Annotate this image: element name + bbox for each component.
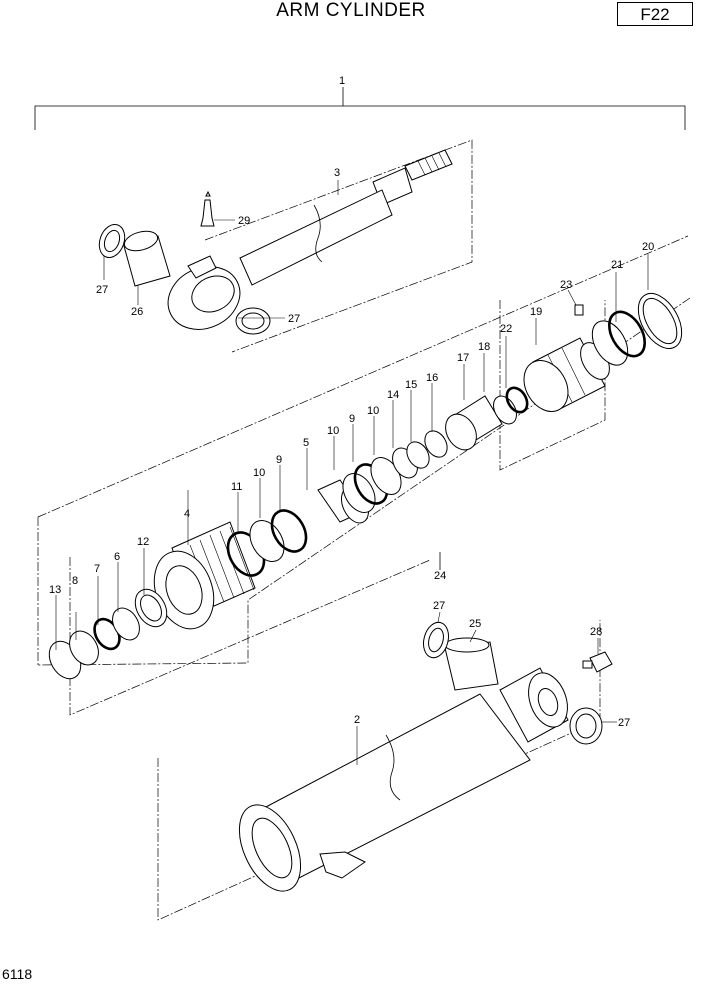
callout-22: 22	[500, 323, 512, 335]
callout-23: 23	[560, 279, 572, 291]
tube-assembly-group	[157, 620, 613, 921]
callout-19: 19	[530, 306, 542, 318]
seal-rings	[48, 430, 448, 680]
callout-9-right: 9	[349, 413, 355, 425]
callout-27-top-right: 27	[288, 313, 300, 325]
callout-9-left: 9	[276, 454, 282, 466]
leader-lines	[55, 180, 649, 765]
callout-4: 4	[184, 508, 190, 520]
callout-8: 8	[72, 575, 78, 587]
callout-20: 20	[642, 241, 654, 253]
callout-10-right: 10	[367, 405, 379, 417]
callout-27-top-left: 27	[96, 284, 108, 296]
diagram-title: ARM CYLINDER	[276, 0, 426, 21]
callout-12: 12	[137, 536, 149, 548]
callout-2: 2	[354, 714, 360, 726]
callout-6: 6	[114, 551, 120, 563]
callout-24: 24	[434, 570, 446, 582]
page-number: 6118	[2, 966, 33, 982]
callout-10-middle: 10	[327, 425, 339, 437]
callout-25: 25	[469, 618, 481, 630]
piston-group	[445, 293, 683, 451]
callout-26: 26	[131, 306, 143, 318]
callout-15: 15	[405, 379, 417, 391]
callout-11: 11	[231, 481, 242, 493]
callout-7: 7	[94, 563, 100, 575]
callout-1: 1	[339, 75, 345, 87]
callout-28: 28	[590, 626, 602, 638]
callout-14: 14	[387, 389, 399, 401]
callout-13: 13	[49, 584, 61, 596]
callout-18: 18	[478, 341, 490, 353]
callout-labels: 1 3 29 27 26 27 20 21 23 19 22 18 17 16 …	[49, 75, 654, 729]
callout-21: 21	[611, 259, 623, 271]
callout-16: 16	[426, 372, 438, 384]
callout-27-bottom-left: 27	[433, 600, 445, 612]
callout-3: 3	[334, 167, 340, 179]
rod-cover-group	[153, 521, 256, 630]
callout-5: 5	[303, 437, 309, 449]
callout-10-left: 10	[253, 467, 265, 479]
assembly-bracket	[34, 87, 686, 130]
callout-17: 17	[457, 352, 469, 364]
diagram-code-box: F22	[617, 2, 693, 26]
callout-27-bottom-right: 27	[618, 717, 630, 729]
piston-rod-group	[98, 139, 473, 353]
callout-29: 29	[238, 215, 250, 227]
